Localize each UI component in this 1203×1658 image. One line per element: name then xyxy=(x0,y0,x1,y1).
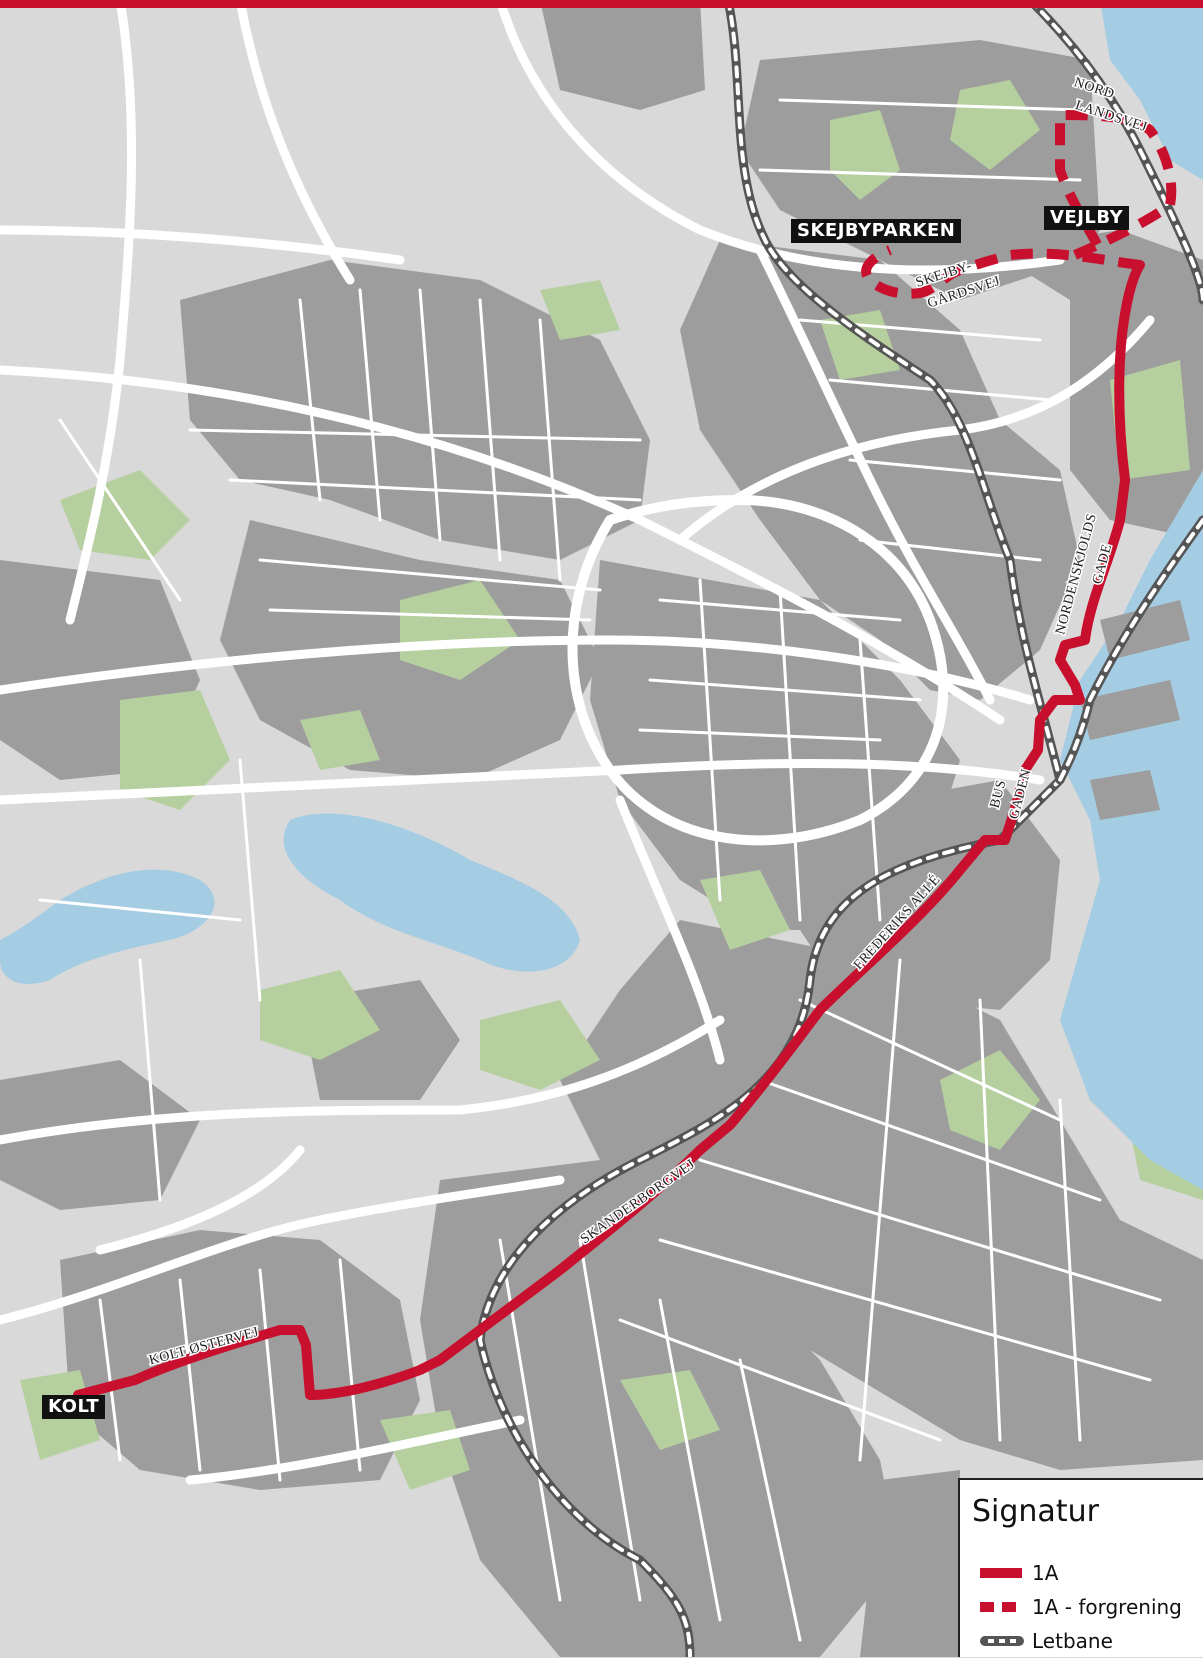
top-accent-bar xyxy=(0,0,1203,8)
route-1a-branch xyxy=(861,110,1177,299)
road-network xyxy=(0,0,1162,1642)
route-1a-line xyxy=(73,260,1145,1400)
solid-line-icon xyxy=(980,1560,1028,1586)
rail-line-icon xyxy=(980,1628,1028,1654)
park-areas xyxy=(20,80,1203,1490)
water-areas xyxy=(0,0,1203,1190)
stop-label-skejbyparken: SKEJBYPARKEN xyxy=(791,219,962,243)
legend-title: Signatur xyxy=(972,1494,1099,1529)
legend-item-1a: 1A xyxy=(980,1560,1058,1586)
dashed-line-icon xyxy=(980,1594,1028,1620)
legend-item-1a-forgrening: 1A - forgrening xyxy=(980,1594,1182,1620)
map-legend: Signatur 1A 1A - forgrening Letbane xyxy=(958,1478,1203,1657)
legend-label-1a: 1A xyxy=(1032,1561,1059,1585)
legend-item-letbane: Letbane xyxy=(980,1628,1113,1654)
stop-label-kolt: KOLT xyxy=(42,1395,106,1419)
legend-label-1a-forgrening: 1A - forgrening xyxy=(1032,1595,1182,1619)
stop-label-vejlby: VEJLBY xyxy=(1044,206,1130,230)
legend-label-letbane: Letbane xyxy=(1032,1629,1113,1653)
letbane-line xyxy=(475,0,1203,1657)
